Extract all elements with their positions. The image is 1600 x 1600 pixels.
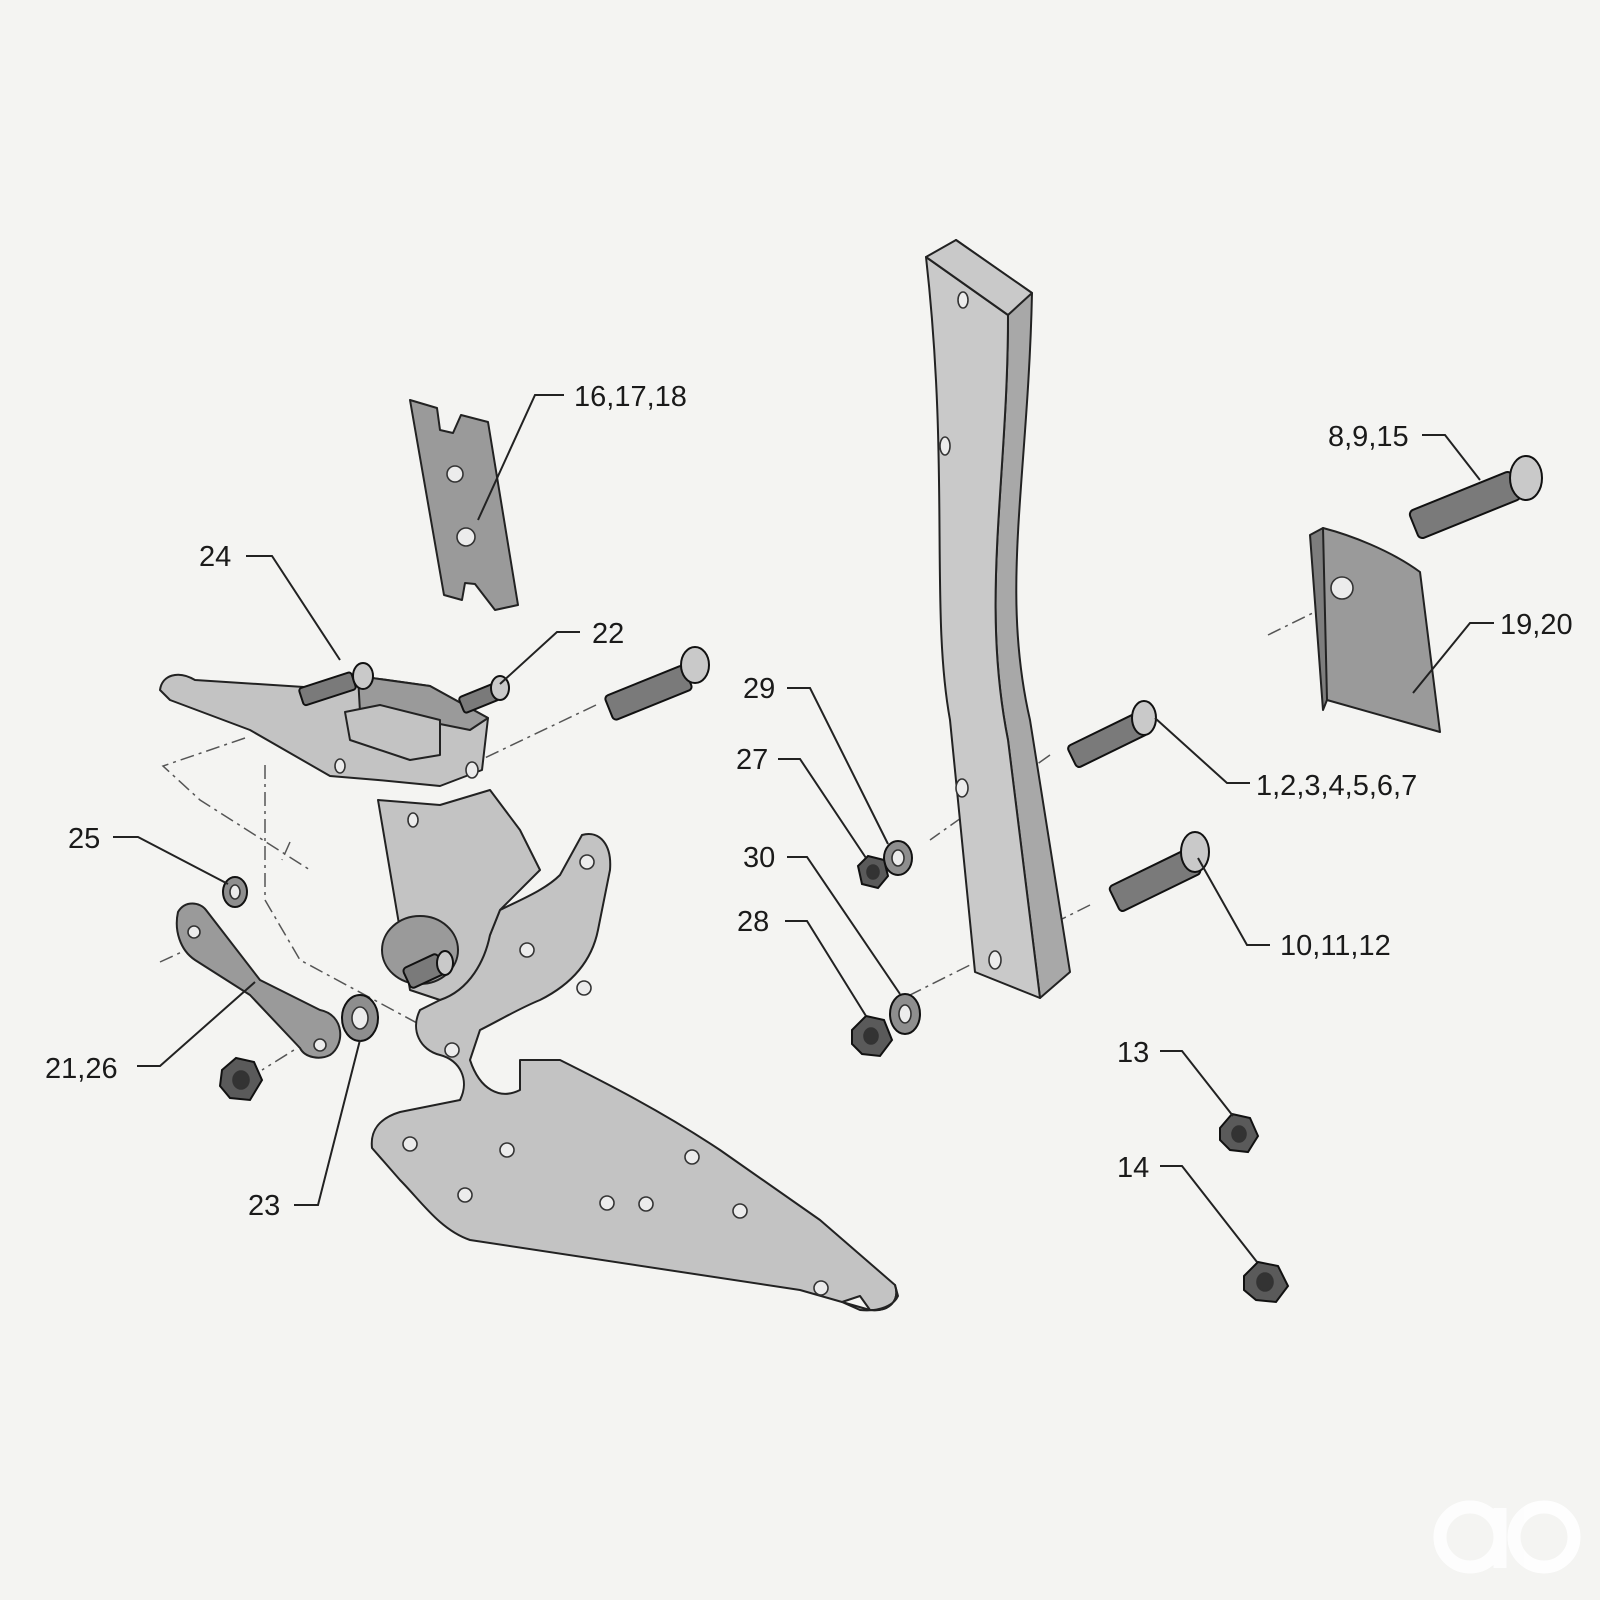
bolt-22 <box>458 675 510 714</box>
share-hole <box>444 1042 460 1058</box>
frog-bracket <box>159 673 541 1001</box>
bar-hole <box>939 436 951 456</box>
wing-hole <box>1330 576 1354 600</box>
callout-22: 22 <box>592 618 624 650</box>
share-hole <box>499 1142 515 1158</box>
frog-hole <box>465 761 479 779</box>
link-plate <box>175 902 342 1059</box>
bolt-large-left <box>604 646 710 721</box>
washer-29 <box>883 840 913 876</box>
callout-16-17-18: 16,17,18 <box>574 381 687 413</box>
callout-28: 28 <box>737 906 769 938</box>
landside-plate <box>409 399 519 611</box>
share-hole <box>457 1187 473 1203</box>
frog-hole <box>407 812 419 828</box>
callout-27: 27 <box>736 744 768 776</box>
callout-19-20: 19,20 <box>1500 609 1573 641</box>
leader-lines <box>113 394 1494 1263</box>
landside-hole <box>456 527 476 547</box>
callout-8-9-15: 8,9,15 <box>1328 421 1409 453</box>
washer-30 <box>889 993 921 1035</box>
share-hole <box>579 854 595 870</box>
callout-10-11-12: 10,11,12 <box>1280 930 1391 962</box>
washer-25 <box>222 876 248 908</box>
bar-hole <box>988 950 1002 970</box>
share-hole <box>684 1149 700 1165</box>
bolt-10-11-12 <box>1108 831 1210 912</box>
share-hole <box>638 1196 654 1212</box>
callout-labels: 16,17,18 8,9,15 24 22 19,20 29 27 1,2,3,… <box>45 381 1573 1222</box>
callout-30: 30 <box>743 842 775 874</box>
share-hole <box>732 1203 748 1219</box>
bolt-1-7 <box>1067 700 1157 768</box>
share-plate <box>370 833 899 1312</box>
landside-hole <box>446 465 464 483</box>
bar-hole <box>955 778 969 798</box>
wing-plate <box>1309 527 1441 733</box>
bolt-8-9-15 <box>1408 455 1543 540</box>
callout-23: 23 <box>248 1190 280 1222</box>
curved-leg-bar <box>925 239 1071 999</box>
link-hole <box>187 925 201 939</box>
nut-28 <box>851 1014 894 1058</box>
callout-14: 14 <box>1117 1152 1149 1184</box>
bar-hole <box>957 291 969 309</box>
link-hole <box>313 1038 327 1052</box>
nut-21-26 <box>218 1056 264 1102</box>
bolt-24 <box>298 662 374 707</box>
callout-24: 24 <box>199 541 231 573</box>
nut-14 <box>1243 1260 1290 1304</box>
frog-hole <box>334 758 346 774</box>
ao-logo-icon <box>1433 1500 1581 1574</box>
callout-25: 25 <box>68 823 100 855</box>
nut-27 <box>856 854 890 890</box>
nut-13 <box>1219 1112 1260 1154</box>
callout-21-26: 21,26 <box>45 1053 118 1085</box>
share-hole <box>402 1136 418 1152</box>
washer-23 <box>341 994 379 1042</box>
callout-29: 29 <box>743 673 775 705</box>
callout-1-7: 1,2,3,4,5,6,7 <box>1256 770 1417 802</box>
share-hole <box>813 1280 829 1296</box>
share-hole <box>599 1195 615 1211</box>
callout-13: 13 <box>1117 1037 1149 1069</box>
share-hole <box>519 942 535 958</box>
share-hole <box>576 980 592 996</box>
